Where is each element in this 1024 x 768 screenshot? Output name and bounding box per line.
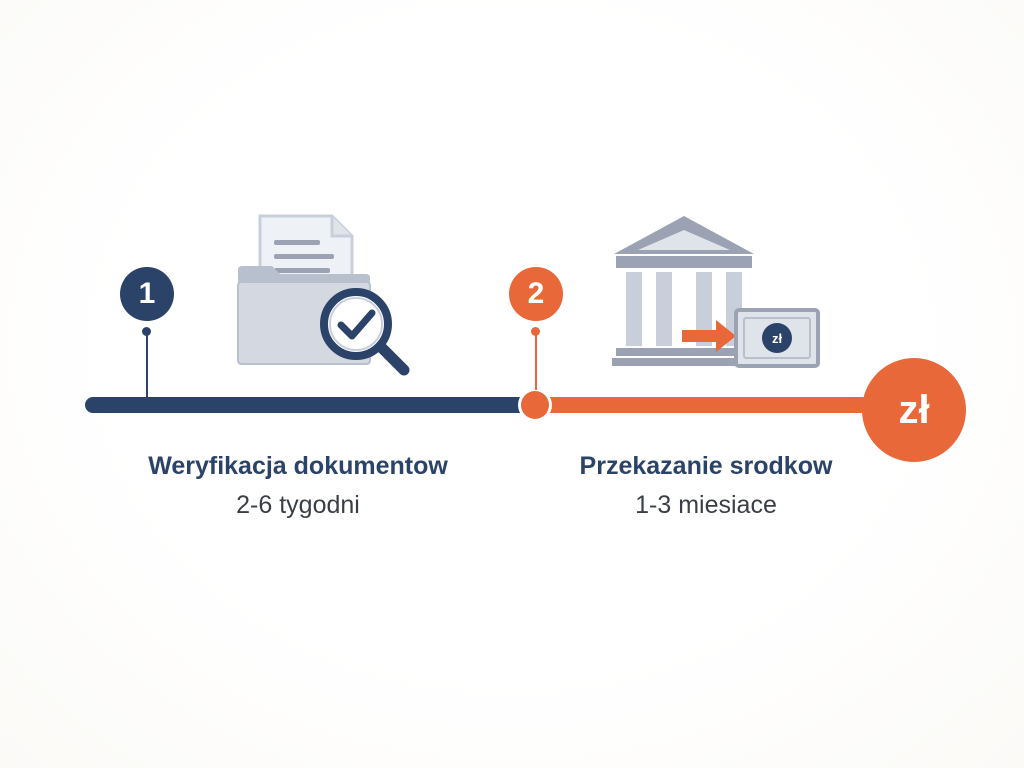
currency-end-icon: zł <box>862 358 966 462</box>
step-2-connector <box>535 330 537 390</box>
timeline-junction-node <box>521 391 549 419</box>
banknote-currency-label: zł <box>772 331 783 346</box>
timeline-track-step-1 <box>85 397 537 413</box>
step-2-title: Przekazanie srodkow <box>579 452 833 480</box>
step-1-connector-dot <box>142 327 151 336</box>
step-1-title: Weryfikacja dokumentow <box>148 452 448 480</box>
step-1-duration: 2-6 tygodni <box>236 491 360 519</box>
step-1-marker: 1 <box>120 267 174 321</box>
folder-search-check-icon <box>230 212 420 382</box>
step-1-connector <box>146 330 148 398</box>
step-1-number: 1 <box>138 277 156 310</box>
bank-transfer-icon: zł <box>612 212 822 372</box>
step-2-marker: 2 <box>509 267 563 321</box>
step-2-connector-dot <box>531 327 540 336</box>
step-2-duration: 1-3 miesiace <box>635 491 777 519</box>
currency-end-label: zł <box>898 387 930 432</box>
timeline-track-step-2 <box>530 397 870 413</box>
step-2-number: 2 <box>527 277 545 310</box>
